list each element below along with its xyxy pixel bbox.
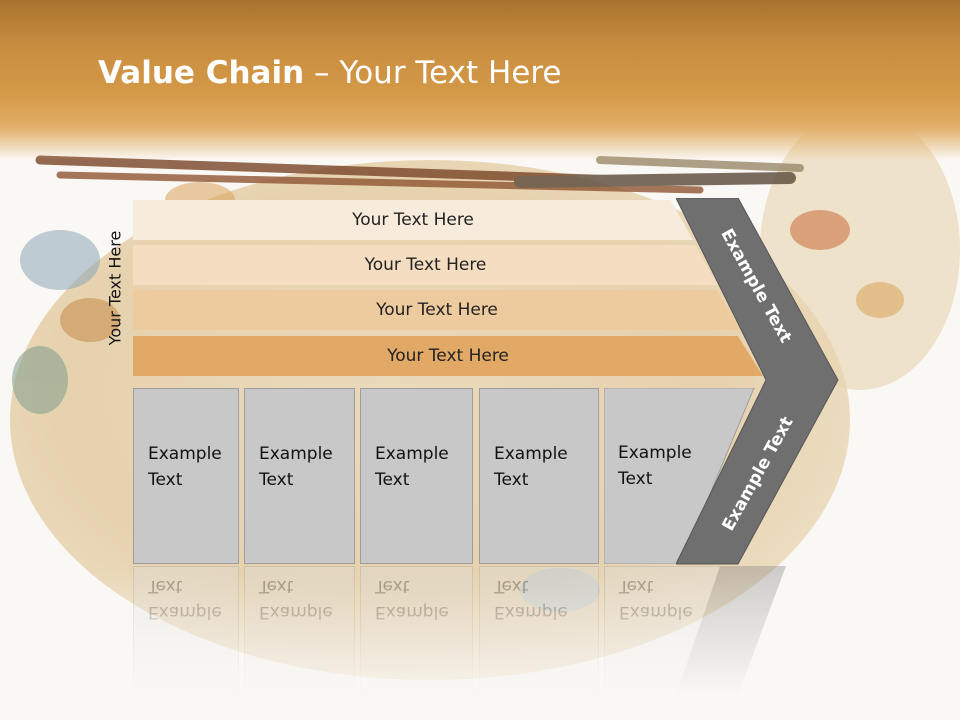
support-band-3: Your Text Here <box>133 290 741 330</box>
header-band <box>0 0 960 160</box>
support-band-4: Your Text Here <box>133 336 763 376</box>
support-band-2: Your Text Here <box>133 245 718 285</box>
slide-title: Value Chain – Your Text Here <box>98 55 561 91</box>
support-band-1: Your Text Here <box>133 200 693 240</box>
band-label: Your Text Here <box>352 210 474 230</box>
band-label: Your Text Here <box>364 255 487 275</box>
margin-chevron-arrow <box>676 198 839 565</box>
title-bold: Value Chain <box>98 55 305 91</box>
band-label: Your Text Here <box>376 300 498 320</box>
side-label: Your Text Here <box>105 230 125 346</box>
title-rest: – Your Text Here <box>304 55 562 91</box>
band-label: Your Text Here <box>387 346 509 366</box>
